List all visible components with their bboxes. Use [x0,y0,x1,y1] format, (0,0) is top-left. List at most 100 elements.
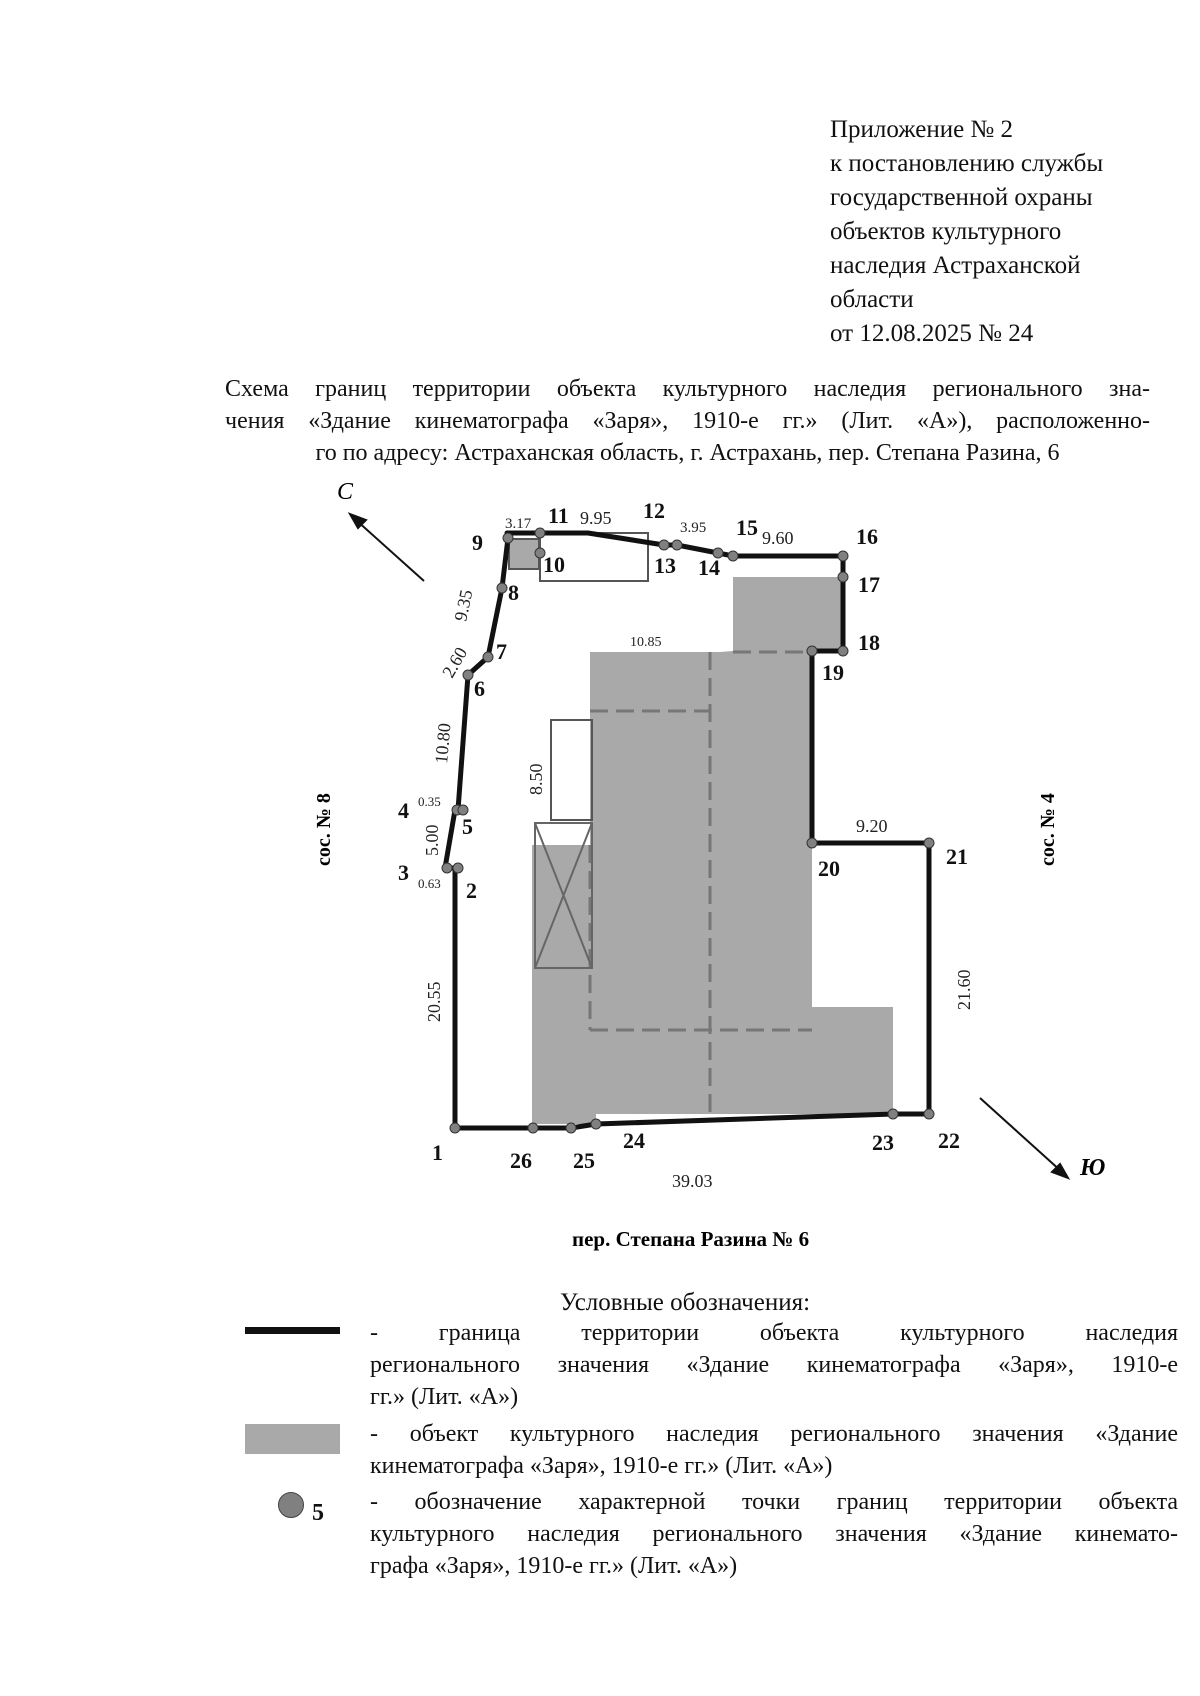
dimension-label: 9.20 [856,816,888,836]
point-label: 10 [543,552,565,577]
point-marker [887,1108,899,1120]
dimension-label: 21.60 [954,970,974,1011]
point-label: 12 [643,498,665,523]
point-symbol-label: 5 [312,1500,324,1526]
point-label: 15 [736,515,758,540]
point-label: 5 [462,814,473,839]
point-marker [590,1118,602,1130]
dimension-label: 9.60 [762,528,794,548]
legend-text: регионального значения «Здание кинематог… [370,1352,1178,1378]
point-marker [923,837,935,849]
point-marker [806,645,818,657]
point-marker [837,571,849,583]
point-label: 25 [573,1148,595,1173]
point-symbol-icon [278,1492,304,1518]
point-label: 7 [496,639,507,664]
dimension-label: 8.50 [526,764,546,796]
appendix-line: от 12.08.2025 № 24 [830,320,1034,347]
south-arrow-icon [979,1097,1071,1180]
point-marker [671,539,683,551]
legend-text: - граница территории объекта культурного… [370,1320,1178,1346]
point-marker [806,837,818,849]
point-label: 18 [858,630,880,655]
crossed-structure [534,822,593,969]
point-marker [452,862,464,874]
legend-title: Условные обозначения: [560,1289,811,1316]
north-arrow-icon [347,512,425,582]
street-label: пер. Степана Разина № 6 [572,1227,809,1251]
point-marker [496,582,508,594]
point-marker [482,651,494,663]
point-label: 23 [872,1130,894,1155]
dimension-label: 3.95 [680,520,706,536]
point-marker [534,527,546,539]
appendix-line: к постановлению службы [830,150,1104,177]
point-label: 9 [472,530,483,555]
point-label: 2 [466,878,477,903]
heritage-building [532,577,893,1124]
point-marker [658,539,670,551]
dimension-label: 9.35 [450,588,476,623]
point-marker [449,1122,461,1134]
point-marker [457,804,469,816]
point-label: 17 [858,572,880,597]
point-label: 24 [623,1128,645,1153]
boundary-points [441,527,935,1134]
appendix-line: Приложение № 2 [830,116,1014,143]
point-marker [534,547,546,559]
title-line: Схема границ территории объекта культурн… [225,376,1150,402]
point-label: 6 [474,676,485,701]
building-fill-symbol [245,1424,340,1454]
right-neighbor-label: сос. № 4 [1037,793,1059,866]
dimension-label: 0.35 [418,794,441,809]
annex-8-10 [508,538,540,570]
point-label: 11 [548,503,569,528]
point-label: 21 [946,844,968,869]
point-label: 8 [508,580,519,605]
compass-south: Ю [1079,1155,1105,1181]
dimension-label: 20.55 [424,982,444,1023]
point-marker [727,550,739,562]
point-marker [712,547,724,559]
legend-item-building: - объект культурного наследия региональн… [370,1418,1178,1482]
point-label: 13 [654,553,676,578]
point-marker [462,669,474,681]
appendix-line: государственной охраны [830,184,1093,211]
point-marker [565,1122,577,1134]
legend-text: кинематографа «Заря», 1910-е гг.» (Лит. … [370,1453,833,1479]
boundary-line-symbol [245,1327,340,1334]
appendix-line: наследия Астраханской [830,252,1081,279]
dimension-label: 5.00 [422,825,442,857]
left-neighbor-label: сос. № 8 [313,793,335,866]
legend-text: - объект культурного наследия региональн… [370,1421,1178,1447]
dimension-label: 0.63 [418,876,441,891]
appendix-header: Приложение № 2 к постановлению службы го… [830,113,1103,351]
compass-north: С [337,479,354,505]
building-inner-lines [588,650,812,1114]
point-marker [527,1122,539,1134]
point-marker [837,645,849,657]
point-label: 16 [856,524,878,549]
point-marker [441,862,453,874]
legend-text: культурного наследия регионального значе… [370,1521,1178,1547]
point-marker [923,1108,935,1120]
point-marker [837,550,849,562]
appendix-line: объектов культурного [830,218,1062,245]
legend-text: гг.» (Лит. «А») [370,1384,519,1410]
dimension-label: 10.85 [630,635,662,650]
legend-item-boundary: - граница территории объекта культурного… [370,1317,1178,1413]
title-line: чения «Здание кинематографа «Заря», 1910… [225,408,1150,434]
document-title: Схема границ территории объекта культурн… [225,373,1150,469]
dimension-label: 3.17 [505,516,532,532]
point-marker [502,532,514,544]
appendix-line: области [830,286,914,313]
point-label: 26 [510,1148,532,1173]
dimension-label: 39.03 [672,1171,713,1191]
legend-text: - обозначение характерной точки границ т… [370,1489,1178,1515]
point-label: 4 [398,798,409,823]
title-line: го по адресу: Астраханская область, г. А… [315,440,1060,466]
point-label: 22 [938,1128,960,1153]
legend-item-point: - обозначение характерной точки границ т… [370,1486,1178,1582]
dimension-label: 9.95 [580,508,612,528]
